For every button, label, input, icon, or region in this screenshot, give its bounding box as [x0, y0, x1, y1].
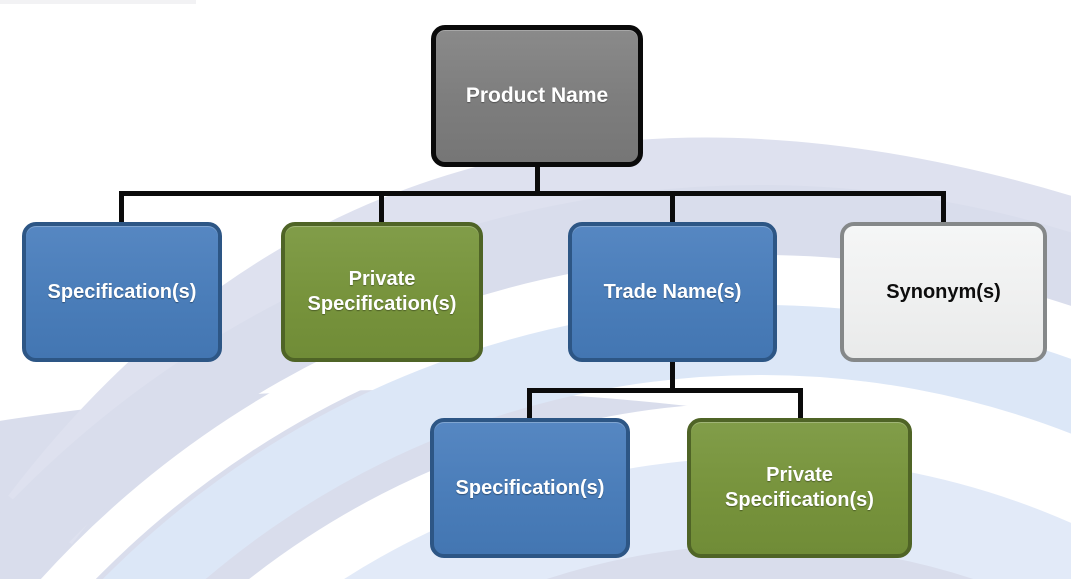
- connector-stub-synonym: [941, 191, 946, 222]
- node-product-name-label: Product Name: [465, 83, 609, 107]
- node-trade-specification: Specification(s): [430, 418, 630, 558]
- top-left-strip: [0, 0, 196, 4]
- node-trade-name: Trade Name(s): [568, 222, 777, 362]
- connector-trade-stem: [670, 362, 675, 391]
- connector-stub-trade-specification: [527, 388, 532, 418]
- node-product-name: Product Name: [431, 25, 643, 167]
- node-trade-private-specification-label: Private Specification(s): [725, 464, 874, 511]
- node-synonym: Synonym(s): [840, 222, 1047, 362]
- connector-level3-bus: [527, 388, 803, 393]
- node-trade-specification-label: Specification(s): [455, 476, 605, 499]
- watermark-ring-outer: [0, 185, 1071, 579]
- connector-level2-bus: [119, 191, 946, 196]
- connector-stub-private-specification: [379, 191, 384, 222]
- connector-root-stem: [535, 167, 540, 196]
- node-private-specification: Private Specification(s): [281, 222, 483, 362]
- node-specification: Specification(s): [22, 222, 222, 362]
- node-synonym-label: Synonym(s): [886, 280, 1001, 303]
- node-trade-private-specification: Private Specification(s): [687, 418, 912, 558]
- connector-stub-specification: [119, 191, 124, 222]
- connector-stub-trade-name: [670, 191, 675, 222]
- connector-stub-trade-private-specification: [798, 388, 803, 418]
- node-specification-label: Specification(s): [47, 280, 197, 303]
- node-private-specification-label: Private Specification(s): [307, 268, 457, 315]
- node-trade-name-label: Trade Name(s): [603, 280, 742, 303]
